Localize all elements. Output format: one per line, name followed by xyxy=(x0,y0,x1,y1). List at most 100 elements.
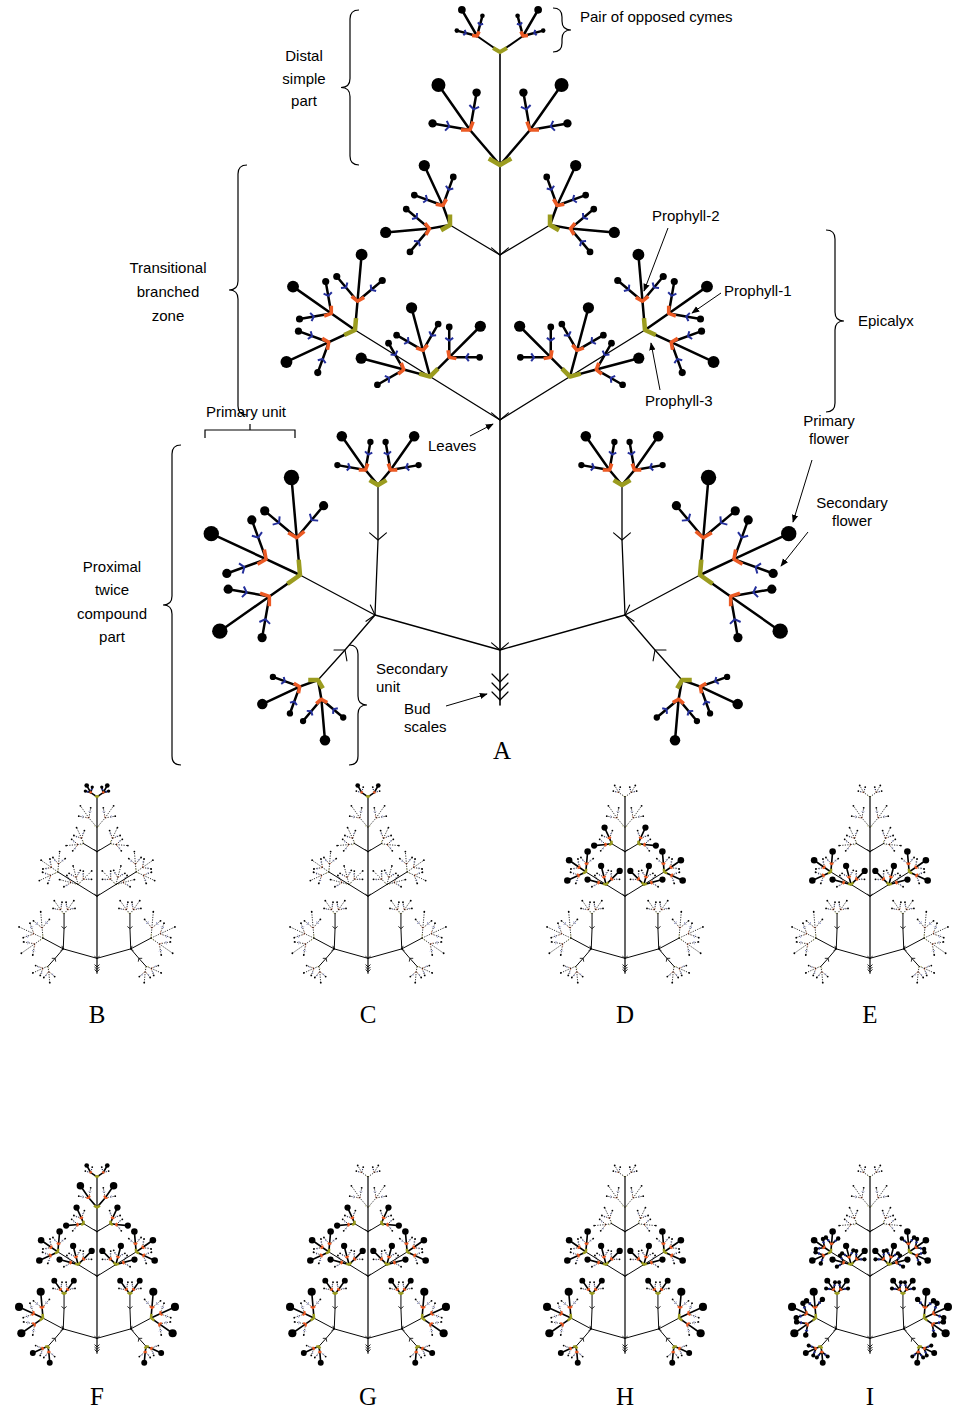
prophyll-mark xyxy=(920,867,922,869)
flower-dot xyxy=(815,871,817,873)
prophyll-mark xyxy=(111,841,113,845)
flower-dot xyxy=(892,900,894,902)
stem-line xyxy=(366,967,370,969)
stem-line xyxy=(625,844,639,852)
prophyll-mark xyxy=(358,791,360,792)
prophyll-mark xyxy=(883,833,885,834)
flower-dot xyxy=(334,462,340,468)
flower-dot xyxy=(702,926,704,928)
prophyll-mark xyxy=(407,869,410,874)
prophyll-mark xyxy=(353,815,354,818)
prophyll-mark xyxy=(141,1354,142,1356)
flower-dot xyxy=(389,908,391,910)
prophyll-mark xyxy=(810,966,812,968)
flower-dot xyxy=(319,501,328,510)
prophyll-mark xyxy=(884,837,887,839)
flower-dot xyxy=(598,863,604,869)
prophyll-mark xyxy=(890,876,893,877)
prophyll-mark xyxy=(360,811,363,812)
prophyll-mark xyxy=(390,848,392,849)
prophyll-mark xyxy=(37,1346,39,1348)
prophyll-mark xyxy=(142,1241,144,1243)
flower-dot xyxy=(863,807,865,809)
prophyll-mark xyxy=(687,943,690,947)
stem-line xyxy=(679,934,688,938)
flower-dot xyxy=(32,954,34,956)
prophyll-mark xyxy=(119,848,121,849)
prophyll-mark xyxy=(430,943,433,947)
prophyll-mark xyxy=(680,972,682,974)
prophyll-mark xyxy=(70,881,71,884)
prophyll-mark xyxy=(370,480,387,485)
prophyll-mark xyxy=(319,880,321,881)
prophyll-mark xyxy=(651,881,652,884)
stem-line xyxy=(368,949,402,958)
prophyll-mark xyxy=(126,1284,128,1286)
flower-dot xyxy=(653,431,664,442)
stem-line xyxy=(470,130,500,165)
prophyll-mark xyxy=(805,943,808,947)
prophyll-mark xyxy=(671,338,678,349)
flower-dot xyxy=(809,877,816,884)
flower-dot xyxy=(825,857,827,859)
prophyll-mark xyxy=(161,1307,164,1308)
prophyll-mark xyxy=(832,908,834,910)
stem-line xyxy=(311,968,314,975)
stem-line xyxy=(653,650,666,661)
stem-line xyxy=(111,843,117,845)
prophyll-mark xyxy=(49,874,51,877)
flower-dot xyxy=(601,824,607,830)
stem-line xyxy=(120,901,126,910)
stem-line xyxy=(95,970,99,972)
stem-line xyxy=(41,912,42,928)
flower-dot xyxy=(105,783,110,788)
prophyll-mark xyxy=(422,967,424,970)
stem-line xyxy=(492,692,508,700)
stem-line xyxy=(133,908,141,909)
prophyll-mark xyxy=(551,121,555,131)
flower-dot xyxy=(925,911,927,913)
stem-line xyxy=(438,85,470,130)
stem-line xyxy=(885,828,890,839)
prophyll-mark xyxy=(146,922,148,924)
prophyll-mark xyxy=(121,1288,123,1290)
flower-dot xyxy=(591,886,593,888)
prophyll-mark xyxy=(36,922,38,924)
stem-line xyxy=(625,615,682,680)
flower-dot xyxy=(84,789,87,792)
prophyll-mark xyxy=(650,463,653,470)
stem-line xyxy=(83,871,91,879)
prophyll-mark xyxy=(134,863,137,864)
prophyll-mark xyxy=(332,904,334,906)
prophyll-mark xyxy=(71,908,73,910)
prophyll-mark xyxy=(489,159,512,166)
flower-dot xyxy=(65,845,67,847)
prophyll-mark xyxy=(142,861,144,863)
flower-dot xyxy=(101,870,103,872)
prophyll-mark xyxy=(73,840,74,842)
flower-dot xyxy=(310,975,312,977)
prophyll-mark xyxy=(917,972,920,973)
stem-line xyxy=(590,927,595,929)
stem-line xyxy=(136,867,142,871)
prophyll-mark xyxy=(803,927,806,928)
flower-dot xyxy=(926,975,928,977)
prophyll-mark xyxy=(631,811,634,812)
prophyll-mark xyxy=(611,877,613,879)
prophyll-mark xyxy=(126,904,128,906)
prophyll-mark xyxy=(890,836,891,838)
flower-dot xyxy=(816,977,818,979)
stem-line xyxy=(348,828,353,839)
flower-dot xyxy=(445,926,447,928)
prophyll-mark xyxy=(320,861,322,863)
flower-dot xyxy=(930,965,932,967)
prophyll-mark xyxy=(644,318,656,335)
stem-line xyxy=(355,844,369,852)
prophyll-mark xyxy=(303,943,306,947)
prophyll-mark xyxy=(127,1264,128,1266)
flower-dot xyxy=(670,735,681,746)
flower-dot xyxy=(129,886,131,888)
prophyll-mark xyxy=(860,791,862,792)
flower-dot xyxy=(409,431,420,442)
prophyll-mark xyxy=(924,934,927,941)
